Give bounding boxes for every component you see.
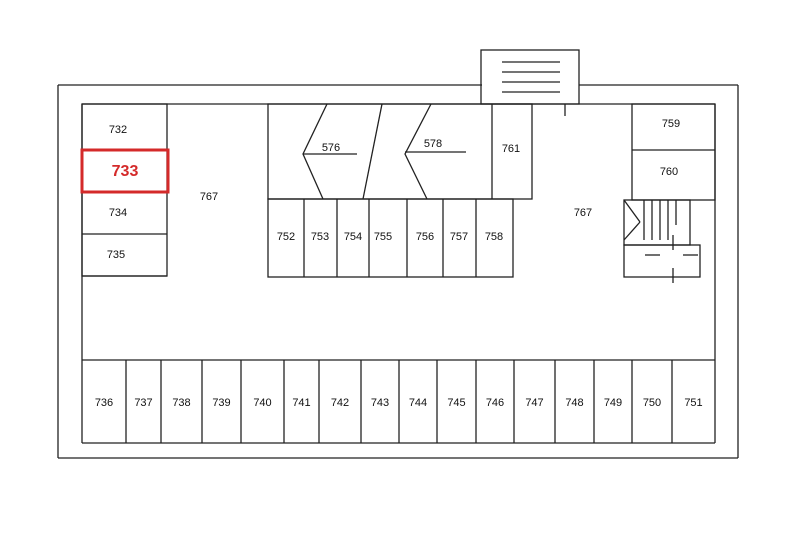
right-block xyxy=(623,103,716,283)
highlight-box xyxy=(80,148,170,194)
unit-576[interactable]: 576 xyxy=(322,142,340,154)
unit-735[interactable]: 735 xyxy=(107,249,125,261)
unit-749[interactable]: 749 xyxy=(604,397,622,409)
bottom-row xyxy=(82,359,715,443)
unit-745[interactable]: 745 xyxy=(447,397,465,409)
unit-748[interactable]: 748 xyxy=(565,397,583,409)
unit-754[interactable]: 754 xyxy=(344,231,362,243)
unit-736[interactable]: 736 xyxy=(95,397,113,409)
unit-734[interactable]: 734 xyxy=(109,207,127,219)
unit-752[interactable]: 752 xyxy=(277,231,295,243)
unit-733-highlighted[interactable]: 733 xyxy=(112,163,139,180)
walls xyxy=(57,84,739,459)
unit-757[interactable]: 757 xyxy=(450,231,468,243)
unit-747[interactable]: 747 xyxy=(525,397,543,409)
unit-760[interactable]: 760 xyxy=(660,166,678,178)
unit-744[interactable]: 744 xyxy=(409,397,427,409)
unit-753[interactable]: 753 xyxy=(311,231,329,243)
unit-750[interactable]: 750 xyxy=(643,397,661,409)
common-area-767-right[interactable]: 767 xyxy=(574,207,592,219)
top-stairwell xyxy=(480,49,580,116)
unit-737[interactable]: 737 xyxy=(134,397,152,409)
unit-751[interactable]: 751 xyxy=(684,397,702,409)
unit-578[interactable]: 578 xyxy=(424,138,442,150)
unit-741[interactable]: 741 xyxy=(292,397,310,409)
unit-743[interactable]: 743 xyxy=(371,397,389,409)
common-area-767-left[interactable]: 767 xyxy=(200,191,218,203)
unit-739[interactable]: 739 xyxy=(212,397,230,409)
unit-740[interactable]: 740 xyxy=(253,397,271,409)
unit-746[interactable]: 746 xyxy=(486,397,504,409)
unit-732[interactable]: 732 xyxy=(109,124,127,136)
unit-738[interactable]: 738 xyxy=(172,397,190,409)
unit-758[interactable]: 758 xyxy=(485,231,503,243)
unit-742[interactable]: 742 xyxy=(331,397,349,409)
middle-block xyxy=(267,103,533,278)
unit-761[interactable]: 761 xyxy=(502,143,520,155)
unit-755[interactable]: 755 xyxy=(374,231,392,243)
unit-759[interactable]: 759 xyxy=(662,118,680,130)
unit-756[interactable]: 756 xyxy=(416,231,434,243)
